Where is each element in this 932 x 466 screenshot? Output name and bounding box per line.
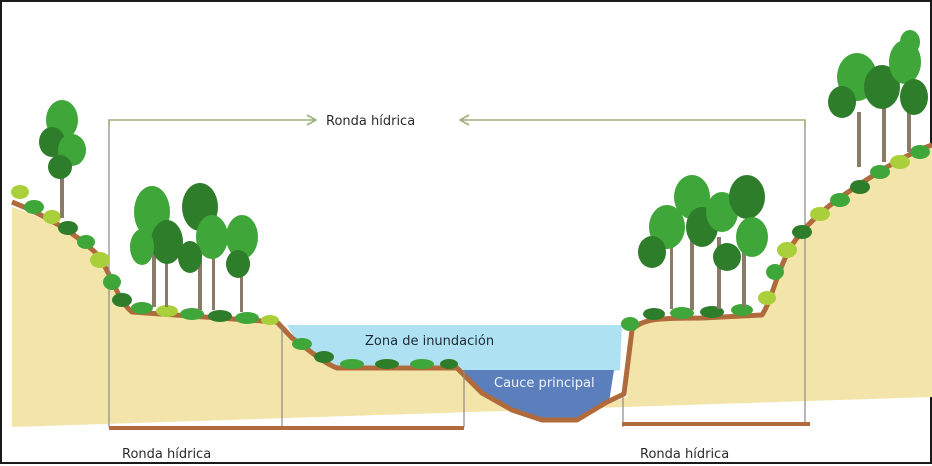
label-zona-de-inundacion: Zona de inundación [365, 334, 494, 349]
tree-group-right-floodplain [638, 175, 768, 310]
section-dividers [108, 120, 806, 427]
tree-left-slope [39, 100, 86, 218]
top-bracket [108, 114, 806, 127]
baseline-bars [109, 422, 810, 430]
label-top-ronda-hidrica: Ronda hídrica [326, 114, 415, 129]
label-bottom-right-ronda-hidrica: Ronda hídrica [640, 447, 729, 462]
tree-group-right-slope [828, 30, 928, 167]
groundcover-right [621, 145, 930, 331]
label-cauce-principal: Cauce principal [494, 376, 595, 391]
main-channel-water [460, 370, 614, 420]
flood-zone-water [287, 325, 622, 372]
label-bottom-left-ronda-hidrica: Ronda hídrica [122, 447, 211, 462]
soil-mass [12, 147, 932, 427]
groundcover-left [11, 185, 458, 369]
tree-group-left-floodplain [130, 183, 258, 312]
